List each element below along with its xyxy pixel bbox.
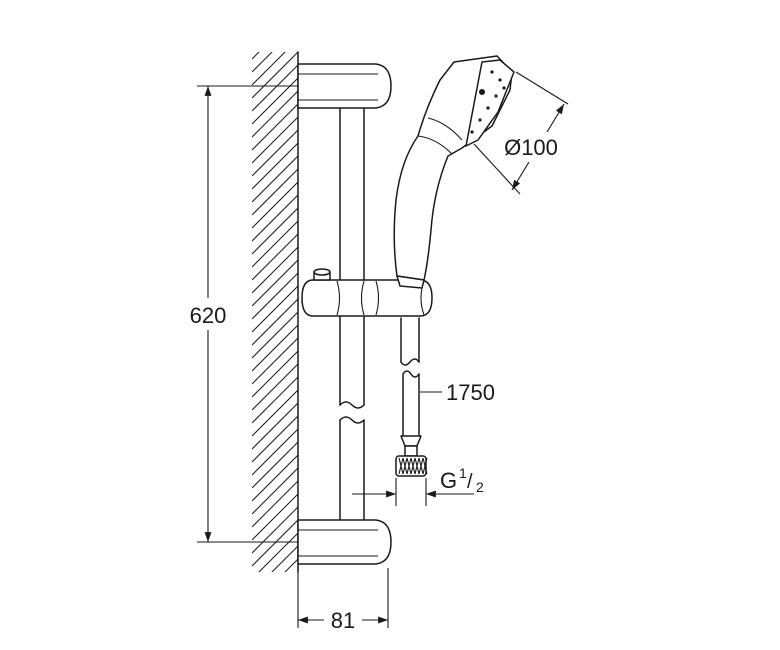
connection-slash-label: / [467, 471, 473, 493]
height-label: 620 [190, 303, 227, 328]
connection-dimension: G 1 / 2 [352, 465, 484, 506]
shower-hose [400, 317, 422, 457]
slider-holder [301, 268, 433, 317]
hose-connection-nut [395, 455, 428, 477]
rail-bar [339, 99, 365, 526]
hose-length-callout: 1750 [420, 380, 495, 405]
hose-length-label: 1750 [446, 380, 495, 405]
height-dimension: 620 [180, 85, 298, 543]
connection-numerator-label: 1 [459, 465, 467, 481]
wall-hatching [252, 52, 298, 572]
head-diameter-dimension: Ø100 [473, 71, 569, 195]
depth-label: 81 [331, 608, 355, 633]
bottom-wall-bracket [297, 519, 392, 565]
top-wall-bracket [297, 63, 392, 109]
depth-dimension: 81 [297, 566, 389, 634]
connection-prefix-label: G [440, 468, 457, 493]
head-diameter-label: Ø100 [504, 135, 558, 160]
hand-shower [393, 55, 515, 289]
connection-denominator-label: 2 [476, 479, 484, 495]
